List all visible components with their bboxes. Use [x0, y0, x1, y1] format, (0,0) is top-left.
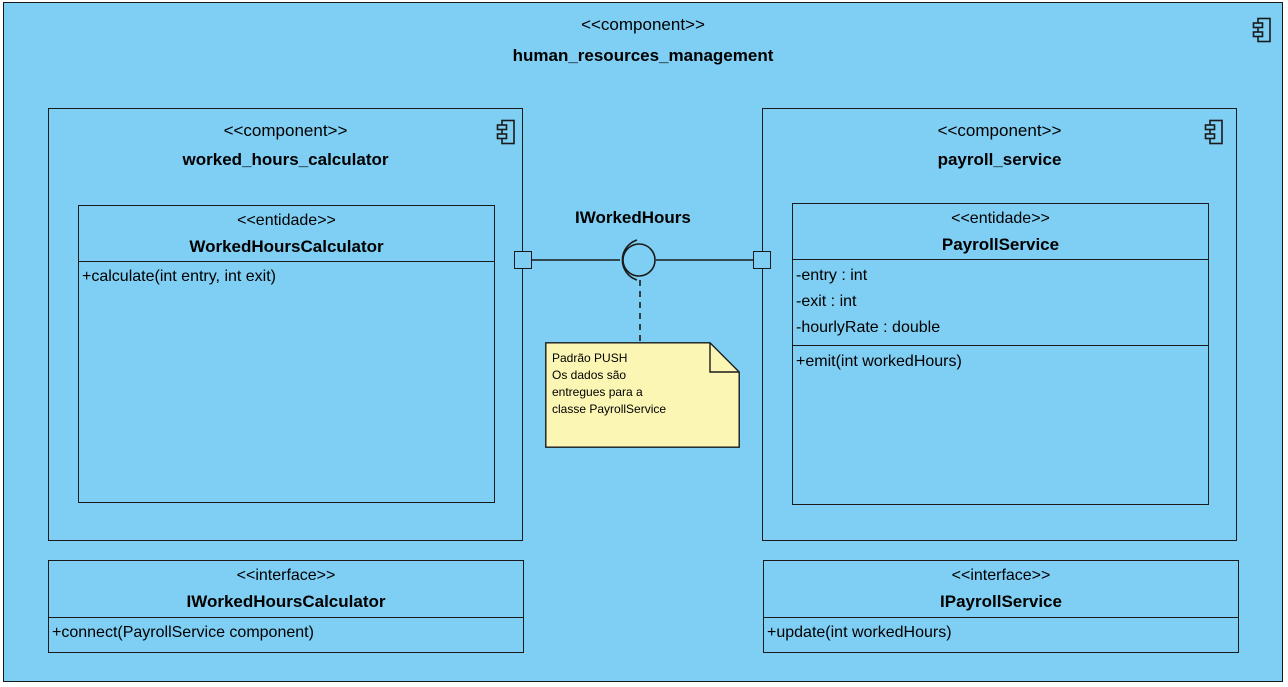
class-operation: +emit(int workedHours) — [796, 353, 962, 370]
note[interactable]: Padrão PUSH Os dados são entregues para … — [545, 342, 740, 448]
component-icon — [1204, 119, 1223, 145]
worked-hours-stereotype: <<component>> — [223, 121, 348, 140]
payroll-service-class[interactable]: <<entidade>> PayrollService -entry : int… — [792, 203, 1209, 505]
class-attribute: -hourlyRate : double — [796, 319, 941, 336]
interface-iworkedhourscalculator[interactable]: <<interface>> IWorkedHoursCalculator +co… — [48, 560, 524, 653]
payroll-component-name: payroll_service — [937, 150, 1062, 169]
worked-hours-component[interactable]: <<component>> worked_hours_calculator <<… — [48, 108, 523, 541]
class-stereotype: <<entidade>> — [951, 210, 1050, 227]
worked-hours-calculator-class[interactable]: <<entidade>> WorkedHoursCalculator +calc… — [78, 205, 495, 503]
outer-component-name: human_resources_management — [512, 46, 774, 65]
note-line: classe PayrollService — [552, 402, 667, 416]
payroll-service-component[interactable]: <<component>> payroll_service <<entidade… — [762, 108, 1237, 541]
class-stereotype: <<entidade>> — [237, 212, 336, 229]
class-operation: +calculate(int entry, int exit) — [82, 268, 277, 285]
payroll-port[interactable] — [753, 251, 771, 269]
component-icon — [1252, 17, 1271, 43]
outer-stereotype: <<component>> — [581, 15, 705, 34]
class-attribute: -exit : int — [796, 293, 857, 310]
note-text: Padrão PUSH Os dados são entregues para … — [552, 350, 666, 418]
class-attributes: -entry : int -exit : int -hourlyRate : d… — [793, 260, 1208, 346]
component-icon — [496, 119, 515, 145]
class-attribute: -entry : int — [796, 267, 868, 284]
note-line: Padrão PUSH — [552, 351, 628, 365]
class-name: PayrollService — [941, 235, 1060, 254]
interface-stereotype: <<interface>> — [951, 567, 1051, 584]
worked-hours-component-name: worked_hours_calculator — [182, 150, 389, 169]
interface-name: IWorkedHoursCalculator — [186, 592, 386, 611]
note-line: entregues para a — [552, 385, 643, 399]
interface-operation: +update(int workedHours) — [767, 624, 952, 641]
interface-stereotype: <<interface>> — [236, 567, 336, 584]
interface-ipayrollservice[interactable]: <<interface>> IPayrollService +update(in… — [763, 560, 1239, 653]
worked-hours-port[interactable] — [514, 251, 532, 269]
class-name: WorkedHoursCalculator — [189, 237, 384, 256]
lollipop-icon — [621, 239, 656, 281]
interface-operation: +connect(PayrollService component) — [52, 624, 314, 641]
note-line: Os dados são — [552, 368, 627, 382]
interface-name: IPayrollService — [940, 592, 1062, 611]
payroll-stereotype: <<component>> — [937, 121, 1062, 140]
provided-interface-label: IWorkedHours — [575, 208, 691, 227]
